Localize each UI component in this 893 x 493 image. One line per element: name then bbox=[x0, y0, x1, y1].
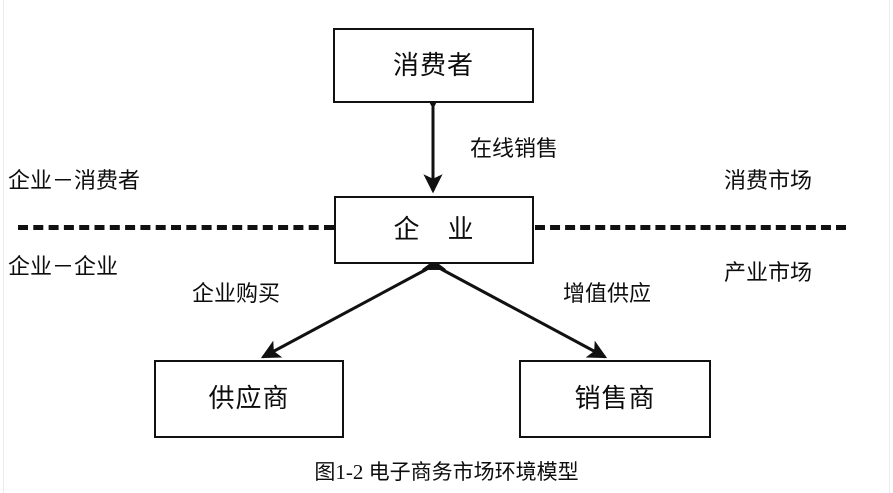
side-label-business-to-consumer: 企业－消费者 bbox=[8, 168, 141, 193]
node-enterprise[interactable]: 企 业 bbox=[334, 196, 534, 264]
arrow-enterprise-supplier bbox=[260, 252, 447, 359]
side-label-industrial-market: 产业市场 bbox=[724, 260, 813, 285]
side-label-consumer-market: 消费市场 bbox=[724, 168, 813, 193]
edge-label-enterprise-purchase: 企业购买 bbox=[192, 281, 281, 306]
node-consumer[interactable]: 消费者 bbox=[333, 28, 534, 103]
node-retailer-label: 销售商 bbox=[574, 384, 656, 413]
market-divider-right bbox=[535, 225, 846, 230]
page-edge-right bbox=[889, 0, 890, 493]
node-retailer[interactable]: 销售商 bbox=[519, 360, 711, 438]
page-edge-left bbox=[3, 0, 4, 493]
figure-caption: 图1-2 电子商务市场环境模型 bbox=[314, 460, 579, 484]
side-label-business-to-business: 企业－企业 bbox=[8, 254, 119, 279]
node-consumer-label: 消费者 bbox=[392, 50, 474, 80]
edge-label-value-added-supply: 增值供应 bbox=[563, 281, 652, 306]
node-supplier[interactable]: 供应商 bbox=[154, 360, 344, 438]
edge-label-online-sales: 在线销售 bbox=[470, 136, 559, 161]
node-supplier-label: 供应商 bbox=[208, 384, 290, 413]
market-divider-left bbox=[18, 225, 334, 230]
node-enterprise-label: 企 业 bbox=[393, 215, 475, 244]
